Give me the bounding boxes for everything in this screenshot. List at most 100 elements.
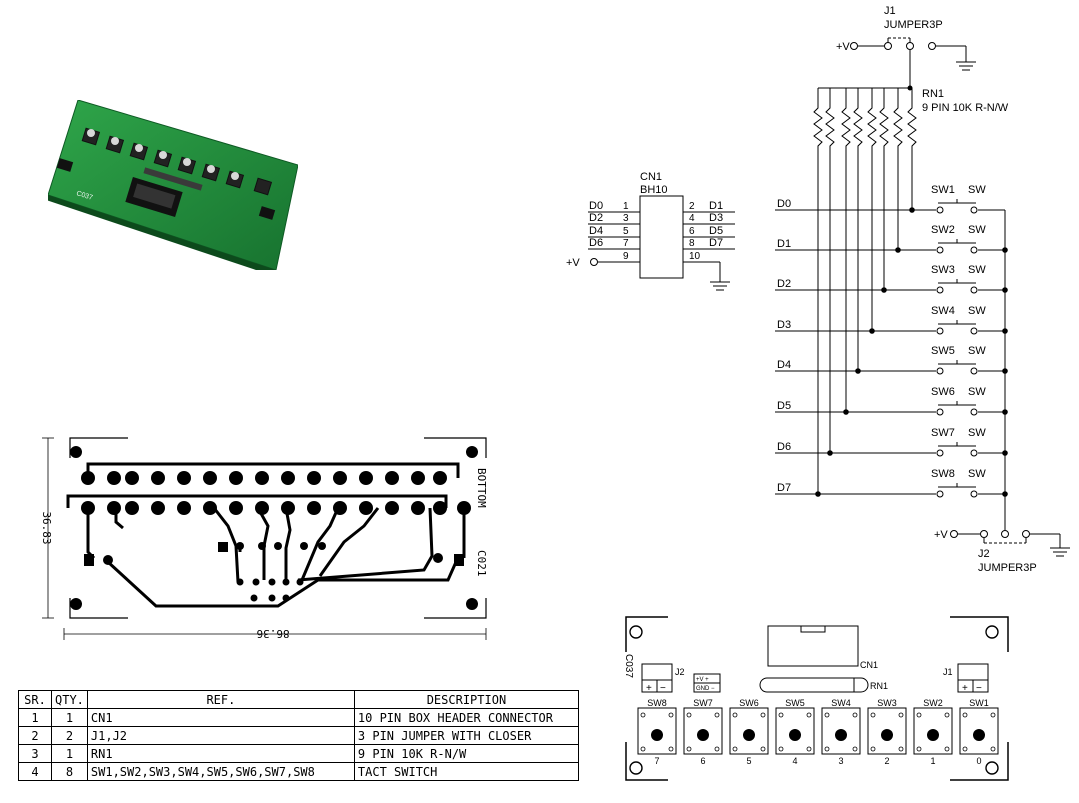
pcb-top-rn1-label: RN1 xyxy=(870,681,888,691)
pcb-top-j1-plus: + xyxy=(962,683,968,694)
switch-pin: SW xyxy=(968,427,986,439)
pcb-top-j1-minus: − xyxy=(976,683,982,694)
board-photo: C037 xyxy=(48,100,298,270)
bom-cell: 8 xyxy=(51,762,88,781)
bom-cell: 2 xyxy=(18,726,52,745)
net-label: D0 xyxy=(777,198,791,210)
photo-board-label: C037 xyxy=(75,190,93,202)
switch-ref: SW5 xyxy=(931,345,955,357)
net-label: D4 xyxy=(777,359,791,371)
pcb-top-switch-num: 2 xyxy=(884,756,889,766)
switch-pin: SW xyxy=(968,224,986,236)
cn1-pin: 8 xyxy=(689,238,695,249)
cn1-right-signal: D1 xyxy=(709,200,723,212)
cn1-name: BH10 xyxy=(640,184,668,196)
cn1-right-signal: D3 xyxy=(709,212,723,224)
cn1-plus-v: +V xyxy=(566,257,580,269)
bom-header: DESCRIPTION xyxy=(353,690,580,709)
bom-row: 3 1 RN1 9 PIN 10K R-N/W xyxy=(18,744,580,763)
pcb-top-switch-num: 6 xyxy=(700,756,705,766)
bom-row: 4 8 SW1,SW2,SW3,SW4,SW5,SW6,SW7,SW8 TACT… xyxy=(18,762,580,781)
rn1-desc: 9 PIN 10K R-N/W xyxy=(922,102,1009,114)
pcb-top-j2-label: J2 xyxy=(675,667,685,677)
net-label: D7 xyxy=(777,482,791,494)
cn1-pin: 5 xyxy=(623,226,629,237)
cn1-left-signal: D0 xyxy=(589,200,603,212)
cn1-pin: 2 xyxy=(689,201,695,212)
pcb-top-switch-ref: SW1 xyxy=(969,698,989,708)
bom-cell: 4 xyxy=(18,762,52,781)
switch-ref: SW2 xyxy=(931,224,955,236)
j2-plus-v: +V xyxy=(934,529,948,541)
pcb-top-power-label: +V + xyxy=(696,677,709,683)
cn1-pin: 6 xyxy=(689,226,695,237)
pcb-top-switch-num: 4 xyxy=(792,756,797,766)
net-label: D2 xyxy=(777,278,791,290)
pcb-top-switch-ref: SW8 xyxy=(647,698,667,708)
pcb-bottom-view: 36.83 86.36 BOTTOM C021 xyxy=(40,437,488,640)
bom-cell: 1 xyxy=(18,708,52,727)
net-label: D5 xyxy=(777,400,791,412)
pcb-top-j2-plus: + xyxy=(646,683,652,694)
bom-row: 2 2 J1,J2 3 PIN JUMPER WITH CLOSER xyxy=(18,726,580,745)
pcb-top-switch-num: 0 xyxy=(976,756,981,766)
switch-pin: SW xyxy=(968,184,986,196)
bom-cell: 1 xyxy=(51,744,88,763)
net-label: D3 xyxy=(777,319,791,331)
pcb-height-dimension: 36.83 xyxy=(40,511,53,544)
switch-ref: SW8 xyxy=(931,468,955,480)
cn1-left-signal: D2 xyxy=(589,212,603,224)
bom-cell: 3 PIN JUMPER WITH CLOSER xyxy=(353,726,580,745)
j1-plus-v: +V xyxy=(836,41,850,53)
bom-cell: 2 xyxy=(51,726,88,745)
pcb-width-dimension: 86.36 xyxy=(256,627,289,640)
bom-header: SR. xyxy=(18,690,52,709)
bom-cell: J1,J2 xyxy=(86,726,355,745)
net-label: D1 xyxy=(777,238,791,250)
pcb-top-switch-ref: SW5 xyxy=(785,698,805,708)
pcb-top-view: C037 CN1 RN1 J2 J1 + − + − +V + GND − SW… xyxy=(623,616,1009,781)
cn1-pin: 4 xyxy=(689,213,695,224)
j2-name: JUMPER3P xyxy=(978,562,1037,574)
switch-ref: SW7 xyxy=(931,427,955,439)
bom-cell: 1 xyxy=(51,708,88,727)
pcb-top-switch-num: 1 xyxy=(930,756,935,766)
bom-cell: 9 PIN 10K R-N/W xyxy=(353,744,580,763)
pcb-top-switch-ref: SW3 xyxy=(877,698,897,708)
j1-ref: J1 xyxy=(884,5,896,17)
switch-ref: SW4 xyxy=(931,305,955,317)
net-label: D6 xyxy=(777,441,791,453)
bom-row: 1 1 CN1 10 PIN BOX HEADER CONNECTOR xyxy=(18,708,580,727)
pcb-top-code-label: C037 xyxy=(623,654,634,678)
switch-pin: SW xyxy=(968,305,986,317)
switch-pin: SW xyxy=(968,468,986,480)
pcb-top-switch-ref: SW4 xyxy=(831,698,851,708)
pcb-bottom-side-label: BOTTOM xyxy=(475,468,488,508)
pcb-top-j1-label: J1 xyxy=(943,667,953,677)
cn1-pin: 7 xyxy=(623,238,629,249)
cn1-pin: 1 xyxy=(623,201,629,212)
bom-cell: 3 xyxy=(18,744,52,763)
pcb-top-j2-minus: − xyxy=(660,683,666,694)
cn1-right-signal: D7 xyxy=(709,237,723,249)
pcb-top-switch-ref: SW7 xyxy=(693,698,713,708)
cn1-ref: CN1 xyxy=(640,171,662,183)
switch-pin: SW xyxy=(968,386,986,398)
pcb-top-switch-ref: SW2 xyxy=(923,698,943,708)
pcb-top-cn1-label: CN1 xyxy=(860,660,878,670)
bom-cell: TACT SWITCH xyxy=(353,762,580,781)
cn1-pin: 3 xyxy=(623,213,629,224)
j2-ref: J2 xyxy=(978,548,990,560)
bom-cell: RN1 xyxy=(86,744,355,763)
bom-table: SR. QTY. REF. DESCRIPTION 1 1 CN1 10 PIN… xyxy=(18,690,580,781)
cn1-pin: 10 xyxy=(689,251,701,262)
cn1-pin: 9 xyxy=(623,251,629,262)
switch-ref: SW3 xyxy=(931,264,955,276)
pcb-top-switch-ref: SW6 xyxy=(739,698,759,708)
switch-pin: SW xyxy=(968,345,986,357)
pcb-bottom-code-label: C021 xyxy=(475,550,488,577)
bom-cell: CN1 xyxy=(86,708,355,727)
bom-header: REF. xyxy=(86,690,355,709)
j1-name: JUMPER3P xyxy=(884,19,943,31)
